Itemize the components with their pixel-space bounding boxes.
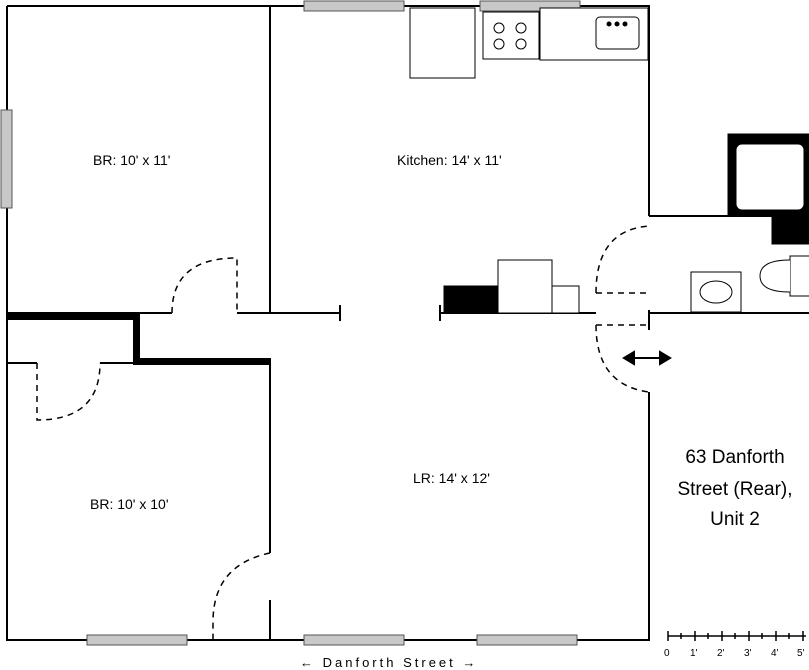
room-label-bedroom-top: BR: 10' x 11' [93,152,171,168]
stove [482,11,540,60]
interior-walls [7,6,596,640]
storage-units [443,259,580,314]
doors [36,225,650,640]
room-label-bedroom-bottom: BR: 10' x 10' [90,496,169,512]
scale-bar [667,631,806,641]
address-line-1: 63 Danforth [685,447,785,468]
windows [0,0,581,646]
scale-tick-label: 0 [664,648,670,659]
kitchen-fixtures [409,7,649,79]
toilet [789,255,809,297]
exterior-walls [6,5,809,641]
room-label-living-room: LR: 14' x 12' [413,470,490,486]
scale-tick-label: 1' [690,648,698,659]
bathroom-fixtures [690,133,809,313]
scale-tick-label: 3' [744,648,752,659]
scale-tick-label: 5' [797,648,805,659]
refrigerator [409,7,476,79]
scale-tick-label: 4' [771,648,779,659]
entry-arrow [622,350,672,366]
scale-tick-label: 2' [717,648,725,659]
thick-walls [7,313,270,365]
street-label: ← Danforth Street → [300,655,479,670]
address-line-3: Unit 2 [710,509,760,530]
address-line-2: Street (Rear), [677,479,793,500]
room-label-kitchen: Kitchen: 14' x 11' [397,152,502,168]
